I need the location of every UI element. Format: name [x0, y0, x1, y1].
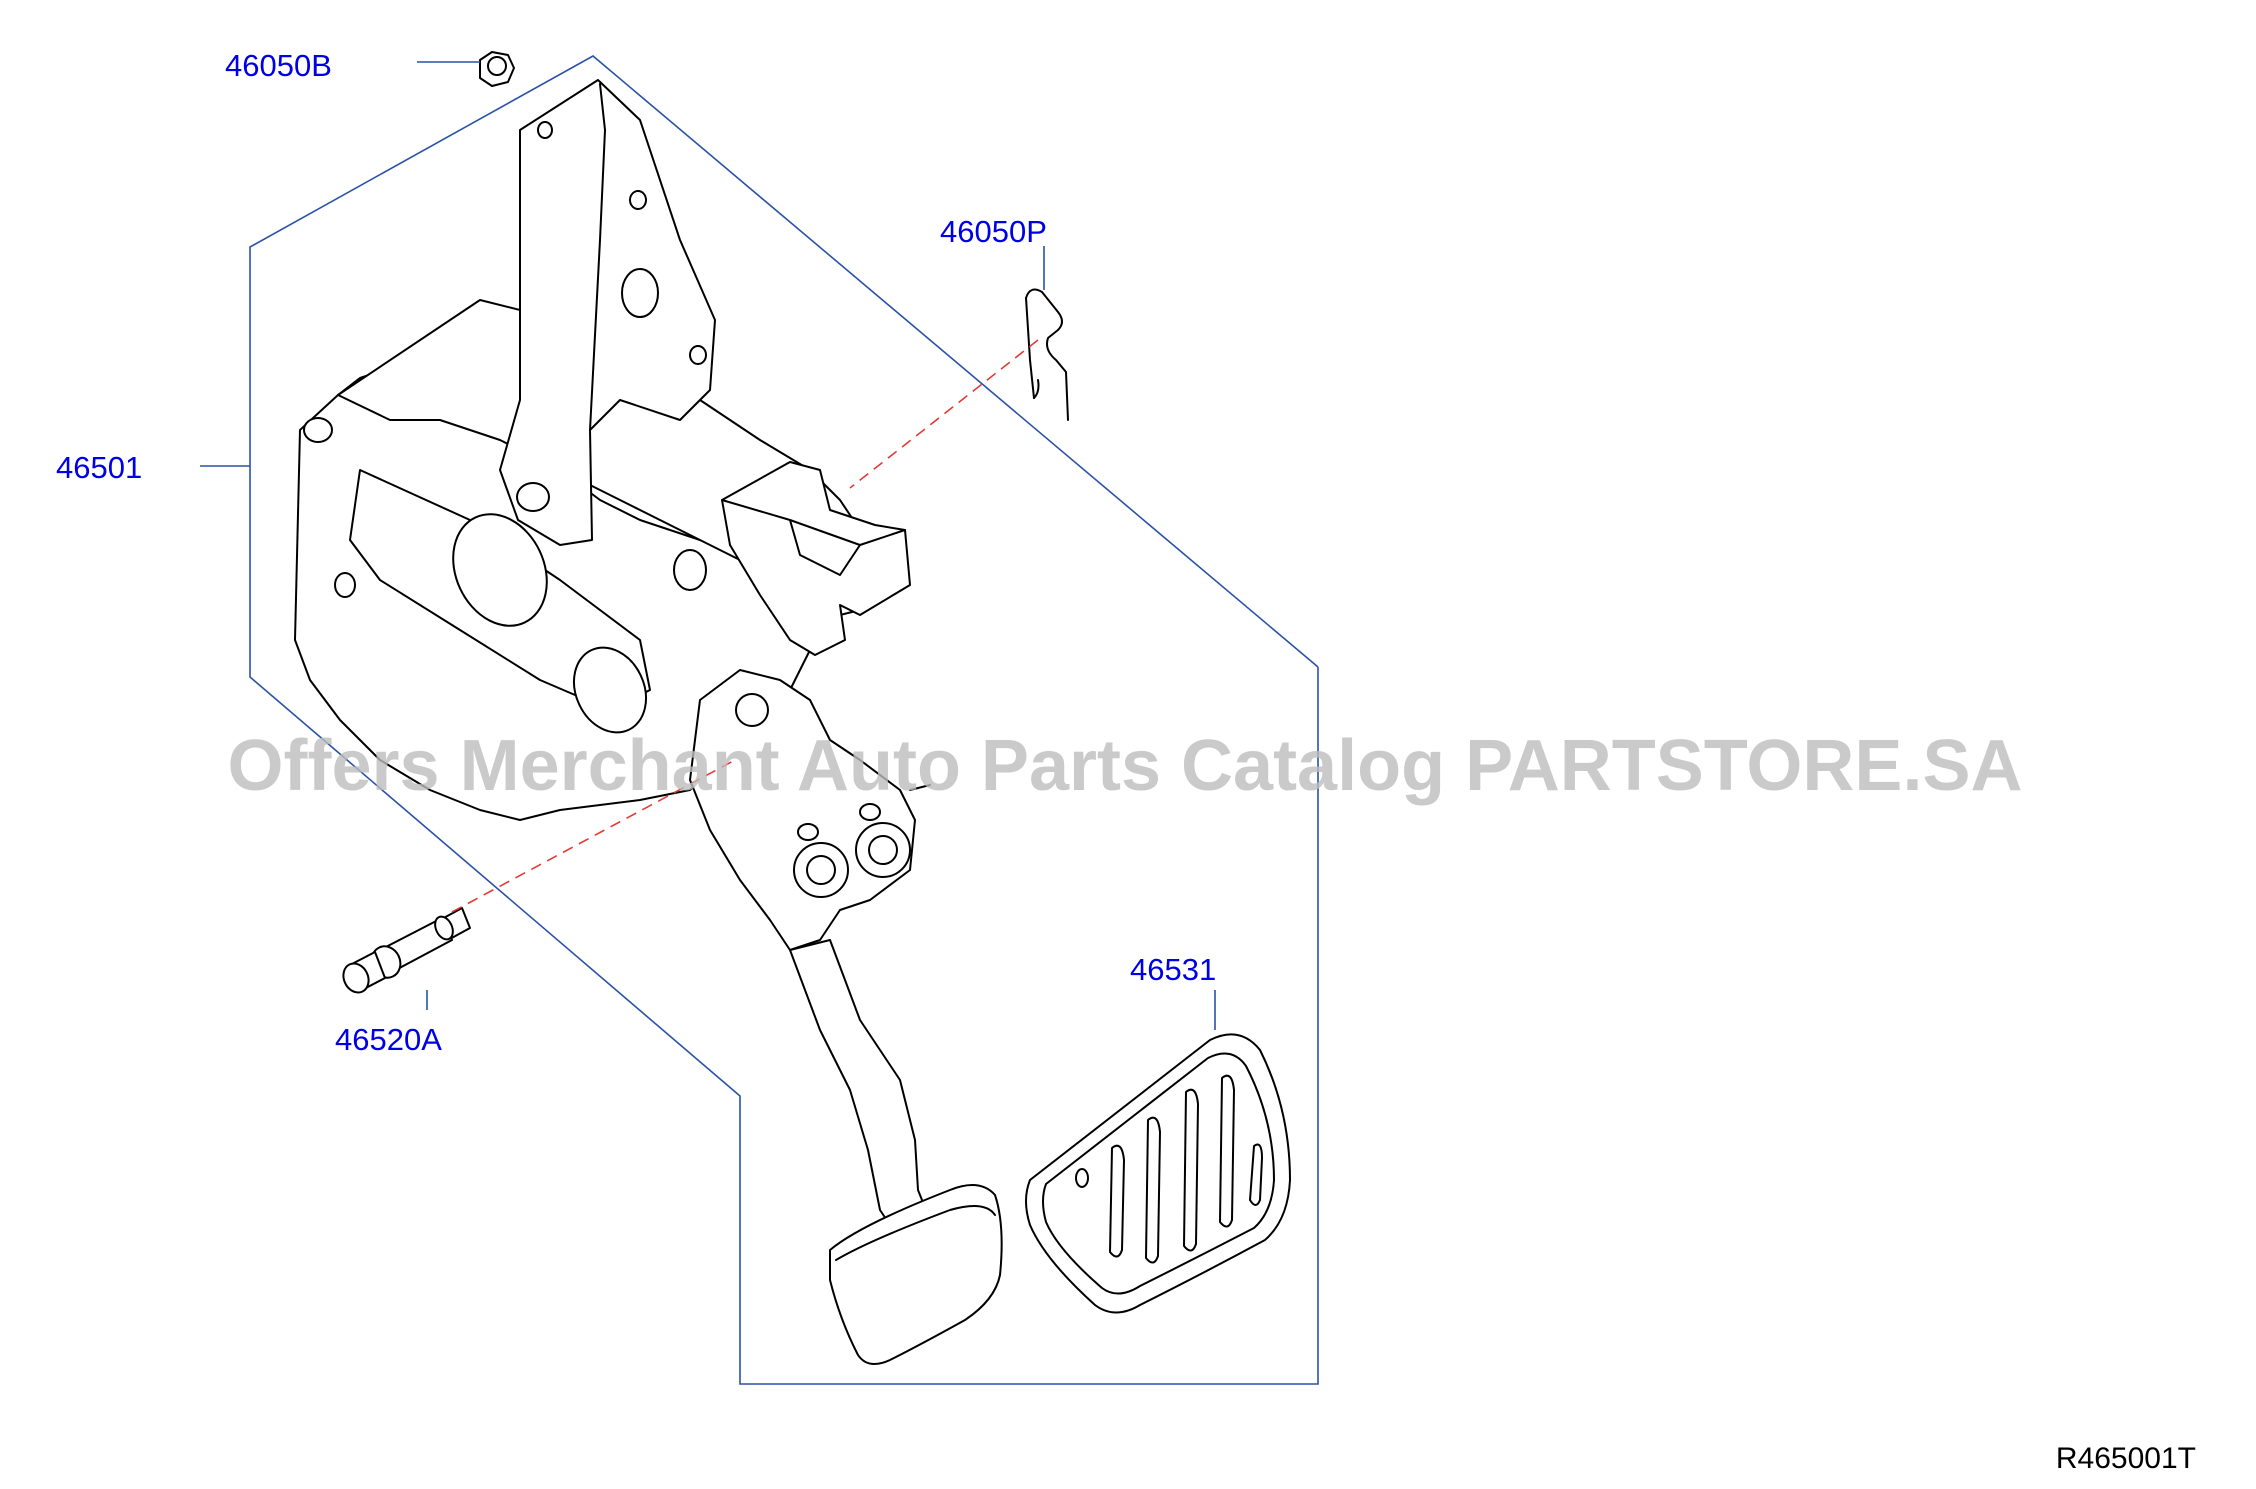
label-46501: 46501: [56, 450, 142, 485]
pedal-bracket-assembly: [294, 79, 1003, 1365]
pivot-housing: [689, 669, 916, 951]
brake-pedal-pad: [829, 1184, 1003, 1365]
dashed-line-clip: [849, 339, 1039, 489]
pin-46520a: [342, 907, 471, 994]
pedal-arm: [789, 939, 931, 1241]
upright-plate: [499, 79, 716, 546]
clevis-block: [721, 461, 911, 656]
diagram-reference-code: R465001T: [2056, 1442, 2196, 1475]
label-46531: 46531: [1130, 952, 1216, 987]
label-46050p: 46050P: [940, 214, 1047, 249]
assembly-frame: [249, 55, 1319, 1385]
nut-46050b: [479, 51, 515, 87]
label-46520a: 46520A: [335, 1022, 442, 1057]
watermark-text: Offers Merchant Auto Parts Catalog PARTS…: [228, 726, 2023, 806]
clip-46050p: [1025, 288, 1069, 421]
pedal-rubber-pad: [1025, 1033, 1291, 1314]
label-46050b: 46050B: [225, 48, 332, 83]
